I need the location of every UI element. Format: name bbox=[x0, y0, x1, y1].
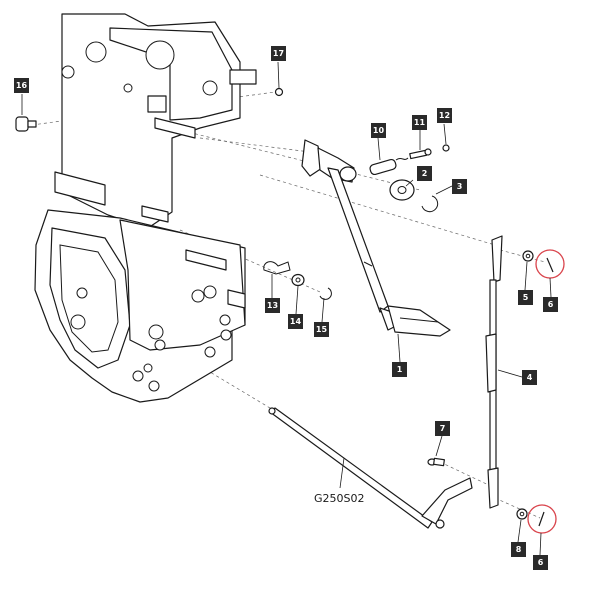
part-washer-12 bbox=[442, 144, 450, 152]
callout-14: 14 bbox=[288, 314, 303, 329]
mounting-bracket bbox=[54, 13, 257, 229]
part-rod-4 bbox=[485, 235, 503, 509]
drawing-code-label: G250S02 bbox=[314, 492, 365, 505]
transmission-housing bbox=[34, 209, 246, 403]
part-circlip-15 bbox=[319, 287, 332, 300]
part-plug-16 bbox=[15, 116, 37, 132]
callout-12: 12 bbox=[437, 108, 452, 123]
part-washer-14 bbox=[291, 273, 305, 287]
part-pedal-1 bbox=[301, 139, 451, 337]
part-washer-8 bbox=[516, 508, 528, 520]
callout-8: 8 bbox=[511, 542, 526, 557]
callout-16: 16 bbox=[14, 78, 29, 93]
part-washer-2 bbox=[389, 179, 415, 201]
highlight-circle bbox=[527, 504, 557, 534]
callout-4: 4 bbox=[522, 370, 537, 385]
callout-13: 13 bbox=[265, 298, 280, 313]
callout-7: 7 bbox=[435, 421, 450, 436]
part-bolt-7 bbox=[427, 457, 445, 467]
callout-6-lower: 6 bbox=[533, 555, 548, 570]
callout-17: 17 bbox=[271, 46, 286, 61]
callout-5: 5 bbox=[518, 290, 533, 305]
part-nut-17 bbox=[274, 87, 284, 97]
callout-1: 1 bbox=[392, 362, 407, 377]
callout-2: 2 bbox=[417, 166, 432, 181]
callout-3: 3 bbox=[452, 179, 467, 194]
part-washer-5 bbox=[522, 250, 534, 262]
part-pin-11 bbox=[409, 148, 432, 160]
part-split-pin-6-upper bbox=[535, 249, 565, 279]
part-release-shaft bbox=[268, 407, 473, 529]
callout-6-upper: 6 bbox=[543, 297, 558, 312]
part-split-pin-6-lower bbox=[527, 504, 557, 534]
callout-11: 11 bbox=[412, 115, 427, 130]
callout-15: 15 bbox=[314, 322, 329, 337]
part-circlip-3 bbox=[421, 195, 439, 213]
leader-lines bbox=[21, 61, 552, 556]
part-spring-10 bbox=[369, 157, 409, 176]
part-spring-13 bbox=[263, 261, 291, 275]
callout-10: 10 bbox=[371, 123, 386, 138]
